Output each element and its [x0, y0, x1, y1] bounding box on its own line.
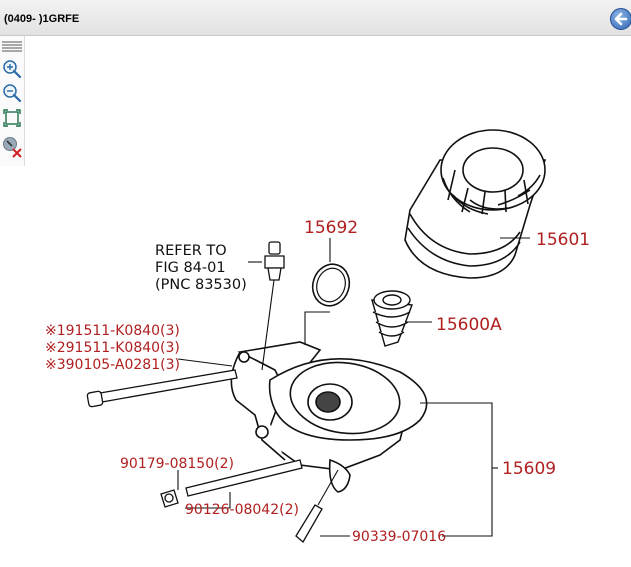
top-bar: (0409- )1GRFE — [0, 0, 631, 36]
plug-drawing[interactable] — [295, 504, 323, 544]
refer-note-line2: FIG 84-01 — [155, 260, 226, 276]
page-title: (0409- )1GRFE — [4, 13, 80, 25]
filter-bracket-drawing[interactable] — [230, 341, 428, 493]
part-link-91511-k0840-1[interactable]: ※191511-K0840(3) — [45, 323, 180, 339]
part-link-90339-07016[interactable]: 90339-07016 — [352, 529, 446, 545]
part-link-15601[interactable]: 15601 — [536, 230, 590, 250]
pressure-switch-drawing[interactable] — [264, 241, 285, 281]
bolt-drawing[interactable] — [86, 369, 238, 408]
gasket-ring-drawing[interactable] — [307, 259, 354, 310]
part-link-15609[interactable]: 15609 — [502, 459, 556, 479]
part-link-90105-a0281[interactable]: ※390105-A0281(3) — [45, 357, 180, 373]
nut-drawing[interactable] — [160, 489, 179, 508]
fit-to-screen-icon[interactable] — [1, 107, 23, 129]
part-link-91511-k0840-2[interactable]: ※291511-K0840(3) — [45, 340, 180, 356]
zoom-out-icon[interactable] — [1, 82, 23, 104]
refer-note-line1: REFER TO — [155, 243, 227, 259]
clear-selection-icon[interactable] — [1, 134, 23, 158]
oil-filter-drawing[interactable] — [404, 129, 547, 279]
stud-drawing[interactable] — [185, 459, 303, 497]
back-button[interactable] — [610, 8, 631, 30]
side-toolbar — [0, 36, 25, 166]
refer-note-line3: (PNC 83530) — [155, 277, 247, 293]
menu-icon[interactable] — [1, 38, 23, 60]
leader-lines — [177, 237, 530, 537]
union-drawing[interactable] — [371, 290, 413, 347]
part-link-90179-08150[interactable]: 90179-08150(2) — [120, 456, 234, 472]
part-link-15600a[interactable]: 15600A — [436, 315, 502, 335]
arrow-left-icon — [614, 12, 628, 26]
zoom-in-icon[interactable] — [1, 58, 23, 80]
part-link-90126-08042[interactable]: 90126-08042(2) — [185, 502, 299, 518]
part-link-15692[interactable]: 15692 — [304, 218, 358, 238]
